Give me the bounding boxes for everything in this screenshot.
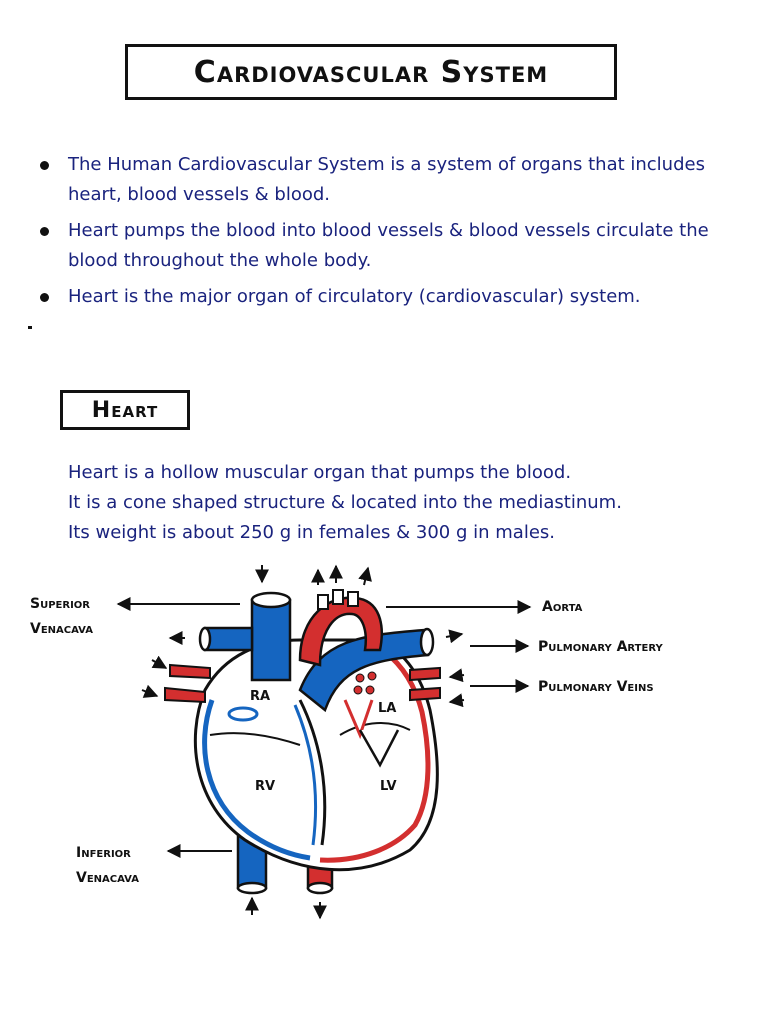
intro-bullet-list: The Human Cardiovascular System is a sys… bbox=[40, 150, 730, 318]
heart-heading-box: Heart bbox=[60, 390, 190, 430]
label-inferior-venacava-line1: Inferior bbox=[76, 845, 131, 861]
pulmonary-artery-vessel bbox=[298, 627, 435, 713]
aortic-arch bbox=[298, 589, 383, 667]
label-pulmonary-veins: Pulmonary Veins bbox=[538, 679, 654, 695]
bullet-text: Heart pumps the blood into blood vessels… bbox=[68, 220, 709, 271]
chamber-label-lv: LV bbox=[380, 779, 397, 794]
heart-body bbox=[193, 638, 439, 872]
label-pulmonary-artery: Pulmonary Artery bbox=[538, 639, 663, 655]
bullet-dot bbox=[40, 293, 49, 302]
heart-line: It is a cone shaped structure & located … bbox=[68, 492, 622, 513]
bullet-text: The Human Cardiovascular System is a sys… bbox=[68, 154, 705, 205]
title-box: Cardiovascular System bbox=[125, 44, 617, 100]
heart-heading: Heart bbox=[91, 397, 159, 423]
heart-description: Heart is a hollow muscular organ that pu… bbox=[68, 458, 708, 548]
left-pulmonary-branch bbox=[198, 626, 254, 652]
bullet-item: The Human Cardiovascular System is a sys… bbox=[40, 150, 730, 210]
superior-venacava-vessel bbox=[250, 591, 292, 682]
chamber-label-ra: RA bbox=[250, 689, 270, 704]
page-title: Cardiovascular System bbox=[193, 54, 549, 90]
left-pulmonary-veins bbox=[409, 666, 441, 702]
bullet-dot bbox=[40, 161, 49, 170]
label-superior-venacava-line2: Venacava bbox=[30, 621, 93, 637]
label-superior-venacava-line1: Superior bbox=[30, 596, 90, 612]
bullet-dot bbox=[40, 227, 49, 236]
bullet-item: Heart is the major organ of circulatory … bbox=[40, 282, 730, 312]
label-inferior-venacava-line2: Venacava bbox=[76, 870, 139, 886]
heart-diagram: RA LA RV LV Superior Venacava Aorta Pulm… bbox=[30, 564, 663, 920]
label-pointer-arrows bbox=[116, 597, 532, 858]
flow-arrows bbox=[141, 564, 465, 920]
stray-mark bbox=[28, 326, 32, 329]
heart-line: Its weight is about 250 g in females & 3… bbox=[68, 522, 555, 543]
label-aorta: Aorta bbox=[542, 599, 583, 615]
bullet-text: Heart is the major organ of circulatory … bbox=[68, 286, 641, 307]
heart-line: Heart is a hollow muscular organ that pu… bbox=[68, 462, 572, 483]
right-pulmonary-veins bbox=[164, 663, 211, 704]
chamber-label-rv: RV bbox=[255, 779, 275, 794]
chamber-label-la: LA bbox=[378, 701, 396, 716]
bullet-item: Heart pumps the blood into blood vessels… bbox=[40, 216, 730, 276]
